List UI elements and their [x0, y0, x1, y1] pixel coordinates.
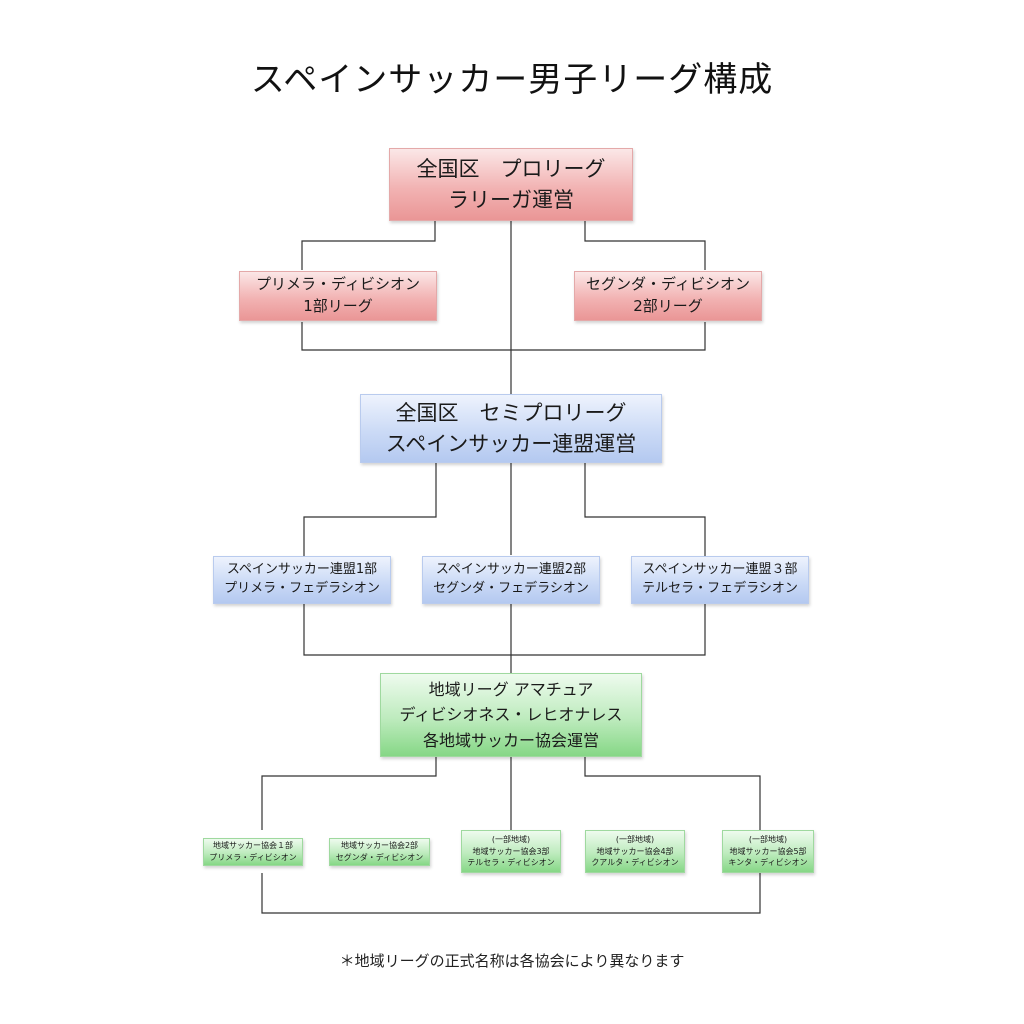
- regional-division-1-line2: プリメラ・ディビシオン: [209, 853, 297, 862]
- segunda-federacion-line2: セグンダ・フェデラシオン: [433, 581, 589, 596]
- tercera-federacion-box: スペインサッカー連盟３部 テルセラ・フェデラシオン: [631, 556, 809, 604]
- regional-division-1-line1: 地域サッカー協会１部: [213, 841, 293, 851]
- regional-league-line3: 各地域サッカー協会運営: [422, 730, 599, 750]
- regional-division-2-box: 地域サッカー協会2部 セグンダ・ディビシオン: [329, 838, 430, 866]
- segunda-division-line1: セグンダ・ディビシオン: [586, 275, 750, 294]
- primera-federacion-line1: スペインサッカー連盟1部: [226, 562, 378, 578]
- tercera-federacion-line2: テルセラ・フェデラシオン: [642, 581, 798, 596]
- regional-division-4-line1: 地域サッカー協会4部: [596, 846, 674, 856]
- regional-division-5-line2: キンタ・ディビシオン: [728, 858, 808, 868]
- regional-division-5-line1: 地域サッカー協会5部: [729, 846, 807, 856]
- diagram-title: スペインサッカー男子リーグ構成: [250, 60, 774, 100]
- primera-federacion-box: スペインサッカー連盟1部 プリメラ・フェデラシオン: [213, 556, 391, 604]
- regional-division-3-note: (一部地域): [491, 835, 531, 845]
- pro-league-box: 全国区 プロリーグ ラリーガ運営: [389, 148, 633, 221]
- primera-division-line1: プリメラ・ディビシオン: [256, 275, 420, 294]
- segunda-division-box: セグンダ・ディビシオン 2部リーグ: [574, 271, 762, 321]
- primera-federacion-line2: プリメラ・フェデラシオン: [224, 581, 380, 596]
- regional-division-4-box: (一部地域) 地域サッカー協会4部 クアルタ・ディビシオン: [585, 830, 685, 873]
- regional-division-4-line2: クアルタ・ディビシオン: [591, 858, 679, 868]
- regional-division-3-box: (一部地域) 地域サッカー協会3部 テルセラ・ディビシオン: [461, 830, 561, 873]
- regional-league-box: 地域リーグ アマチュア ディビシオネス・レヒオナレス 各地域サッカー協会運営: [380, 673, 642, 757]
- segunda-federacion-box: スペインサッカー連盟2部 セグンダ・フェデラシオン: [422, 556, 600, 604]
- segunda-federacion-line1: スペインサッカー連盟2部: [435, 562, 587, 578]
- pro-league-line1: 全国区 プロリーグ: [416, 157, 606, 182]
- pro-league-line2: ラリーガ運営: [448, 187, 574, 212]
- regional-league-line1: 地域リーグ アマチュア: [428, 679, 594, 699]
- regional-division-3-line1: 地域サッカー協会3部: [472, 846, 550, 856]
- primera-division-box: プリメラ・ディビシオン 1部リーグ: [239, 271, 437, 321]
- semipro-league-line2: スペインサッカー連盟運営: [385, 431, 637, 456]
- footnote: ＊地域リーグの正式名称は各協会により異なります: [339, 952, 685, 970]
- tercera-federacion-line1: スペインサッカー連盟３部: [642, 562, 798, 578]
- primera-division-line2: 1部リーグ: [303, 297, 373, 315]
- regional-division-2-line2: セグンダ・ディビシオン: [335, 853, 424, 862]
- regional-league-line2: ディビシオネス・レヒオナレス: [399, 705, 623, 725]
- semipro-league-box: 全国区 セミプロリーグ スペインサッカー連盟運営: [360, 394, 662, 463]
- regional-division-2-line1: 地域サッカー協会2部: [340, 841, 419, 851]
- regional-division-3-line2: テルセラ・ディビシオン: [467, 858, 555, 868]
- segunda-division-line2: 2部リーグ: [633, 297, 703, 315]
- semipro-league-line1: 全国区 セミプロリーグ: [395, 401, 627, 426]
- regional-division-5-box: (一部地域) 地域サッカー協会5部 キンタ・ディビシオン: [722, 830, 814, 873]
- regional-division-5-note: (一部地域): [748, 835, 788, 845]
- regional-division-4-note: (一部地域): [615, 835, 655, 845]
- regional-division-1-box: 地域サッカー協会１部 プリメラ・ディビシオン: [203, 838, 303, 866]
